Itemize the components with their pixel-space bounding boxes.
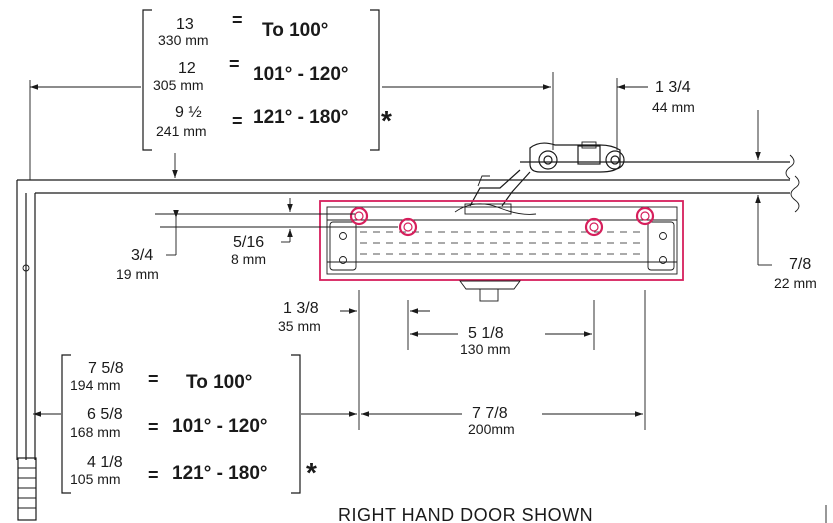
bottom-block-bracket [61, 354, 301, 494]
bottom-block-text: 7 5/8 194 mm = To 100° 6 5/8 168 mm = 10… [70, 360, 317, 488]
top-row2-inch: 12 [178, 60, 196, 77]
top-row3-mm: 241 mm [156, 123, 207, 139]
top-row1-eq: = [232, 10, 243, 30]
left-hole-mm: 35 mm [278, 318, 321, 334]
inner-holes-inch: 5 1/8 [468, 325, 504, 342]
top-left-mm: 19 mm [116, 266, 159, 282]
bottom-row3-asterisk: * [306, 457, 317, 488]
top-row1-mm: 330 mm [158, 32, 209, 48]
bottom-row3-angle: 121° - 180° [172, 463, 267, 484]
frame-offset-mm: 22 mm [774, 275, 817, 291]
arm-offset-dimension [616, 78, 648, 150]
bottom-row2-angle: 101° - 120° [172, 416, 267, 437]
left-hole-inch: 1 3/8 [283, 300, 319, 317]
bottom-row1-eq: = [148, 369, 159, 389]
top-block-bracket [142, 9, 380, 151]
hinge-icon [17, 457, 37, 521]
dimension-labels: 1 3/4 44 mm 7/8 22 mm 3/4 19 mm 5/16 8 m… [116, 79, 817, 437]
bottom-row2-inch: 6 5/8 [87, 406, 123, 423]
top-row2-mm: 305 mm [153, 77, 204, 93]
bottom-row2-eq: = [148, 417, 159, 437]
arm-offset-mm: 44 mm [652, 99, 695, 115]
bottom-row3-eq: = [148, 465, 159, 485]
outer-holes-mm: 200mm [468, 421, 515, 437]
bottom-row3-mm: 105 mm [70, 471, 121, 487]
bottom-row2-mm: 168 mm [70, 424, 121, 440]
top-hole-inch: 5/16 [233, 234, 264, 251]
inner-holes-mm: 130 mm [460, 341, 511, 357]
top-row1-angle: To 100° [262, 20, 328, 41]
frame-offset-dimension [755, 110, 772, 266]
outer-holes-inch: 7 7/8 [472, 405, 508, 422]
arm-offset-inch: 1 3/4 [655, 79, 691, 96]
arm-shoe-icon [469, 141, 625, 207]
horizontal-hole-dimensions [340, 290, 646, 430]
bottom-row1-inch: 7 5/8 [88, 360, 124, 377]
frame-offset-inch: 7/8 [789, 256, 811, 273]
top-row3-asterisk: * [381, 105, 392, 136]
mounting-holes [349, 206, 655, 237]
bottom-row1-angle: To 100° [186, 372, 252, 393]
top-block-text: 13 330 mm = To 100° 12 305 mm = 101° - 1… [153, 10, 392, 139]
caption: RIGHT HAND DOOR SHOWN [338, 505, 593, 523]
door-frame [16, 154, 800, 460]
bottom-row3-inch: 4 1/8 [87, 454, 123, 471]
top-row3-inch: 9 ½ [175, 104, 202, 121]
top-row3-angle: 121° - 180° [253, 107, 348, 128]
top-row2-angle: 101° - 120° [253, 64, 348, 85]
bottom-row1-mm: 194 mm [70, 377, 121, 393]
left-vertical-dimensions [155, 198, 398, 256]
top-dimension-line [29, 72, 554, 180]
top-row3-eq: = [232, 111, 243, 131]
top-row1-inch: 13 [176, 16, 194, 33]
top-row2-eq: = [229, 54, 240, 74]
closer-body [319, 200, 684, 302]
top-left-inch: 3/4 [131, 247, 153, 264]
top-hole-mm: 8 mm [231, 251, 266, 267]
